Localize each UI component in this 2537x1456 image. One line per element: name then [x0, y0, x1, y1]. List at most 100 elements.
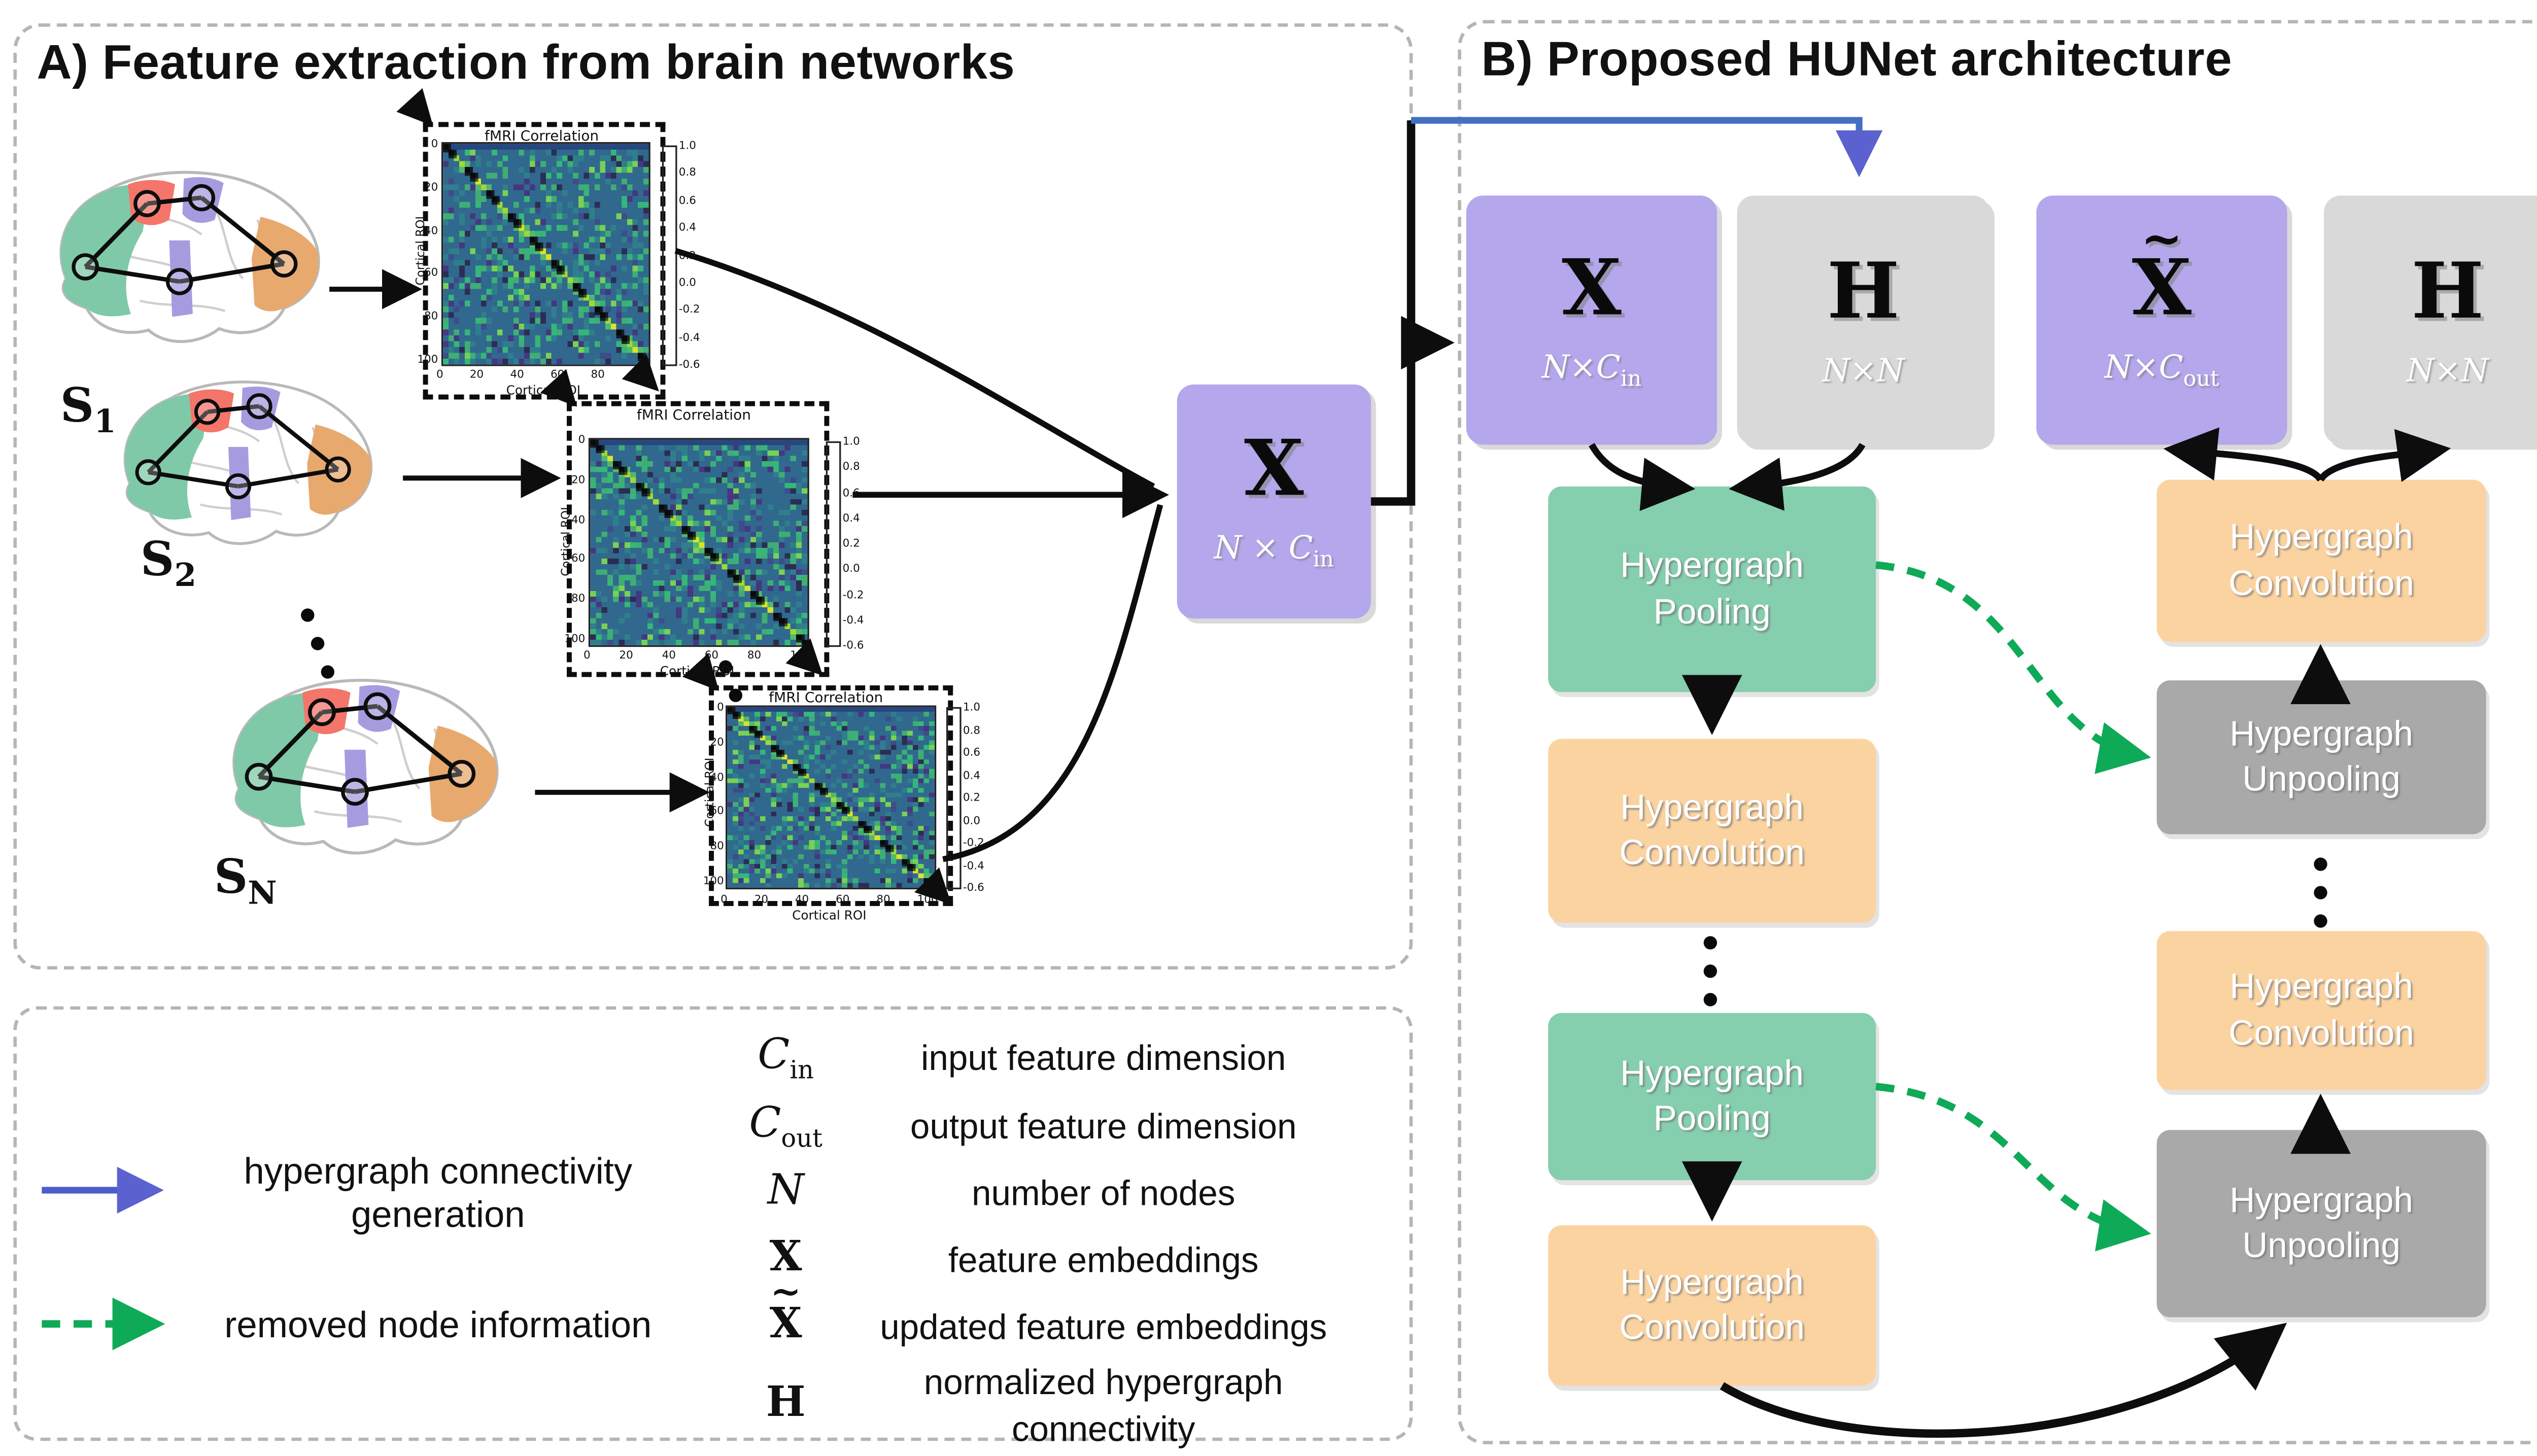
- x-tick: 40: [662, 648, 676, 662]
- colorbar-tick: -0.6: [963, 881, 984, 894]
- subject-label-s2: S2: [140, 531, 197, 595]
- symbol-n: N: [767, 1165, 804, 1214]
- x-tick: 20: [469, 367, 484, 382]
- colorbar-tick: 0.2: [678, 248, 696, 262]
- brain-network-s2: [87, 371, 398, 565]
- symbol-c-out: Cout: [749, 1098, 822, 1154]
- x-tick: 0: [583, 648, 591, 662]
- x-letter: X: [1244, 423, 1304, 513]
- x-tick: 20: [754, 892, 769, 906]
- panel-a-title: A) Feature extraction from brain network…: [37, 37, 1015, 90]
- legend-solid-arrow-label: hypergraph connectivity generation: [244, 1150, 633, 1236]
- x-tilde-letter: ~X: [2132, 210, 2192, 332]
- x-tick: 20: [619, 648, 633, 662]
- colorbar-tick: 1.0: [678, 138, 696, 152]
- colorbar-tick: 0.0: [842, 562, 860, 576]
- colorbar-tick: -0.6: [842, 638, 864, 652]
- matrix-title: fMRI Correlation: [769, 690, 883, 707]
- y-tick: 40: [710, 770, 724, 784]
- h-dimension: N×N: [2406, 352, 2489, 389]
- x-tick: 100: [790, 648, 811, 662]
- colorbar-tick: 0.6: [842, 486, 860, 499]
- output-x-tilde-box: ~X N×Cout: [2036, 195, 2287, 445]
- x-tick: 60: [704, 648, 718, 662]
- colorbar-tick: -0.2: [842, 587, 864, 601]
- desc-n: number of nodes: [972, 1175, 1236, 1214]
- colorbar-tick: 0.2: [842, 536, 860, 550]
- h-letter: H: [2411, 245, 2484, 335]
- matrix-title: fMRI Correlation: [636, 407, 751, 425]
- colorbar-tick: 1.0: [842, 434, 860, 448]
- brain-network-s1: [37, 160, 331, 364]
- symbol-x-tilde: ~X: [769, 1270, 802, 1347]
- x-dimension: N × Cin: [1214, 530, 1334, 573]
- colorbar-tick: 0.8: [842, 460, 860, 474]
- correlation-heatmap: [726, 705, 937, 889]
- colorbar-tick: 0.2: [963, 790, 981, 804]
- colorbar-tick: 0.4: [842, 511, 860, 525]
- y-tick: 20: [424, 180, 438, 194]
- y-tick: 60: [571, 552, 586, 566]
- x-tick: 80: [876, 892, 890, 906]
- y-tick: 80: [710, 839, 724, 853]
- x-dimension: N×Cin: [1541, 349, 1642, 392]
- colorbar-tick: -0.2: [678, 303, 700, 317]
- x-tick: 40: [510, 367, 524, 382]
- colorbar-tick: -0.4: [842, 613, 864, 627]
- colorbar-tick: 0.8: [963, 723, 981, 737]
- y-tick: 20: [571, 472, 586, 487]
- colorbar-tick: -0.4: [678, 330, 700, 344]
- x-tick: 60: [836, 892, 850, 906]
- x-tick: 0: [436, 367, 443, 382]
- colorbar-tick: 0.6: [963, 745, 981, 759]
- y-tick: 100: [417, 353, 438, 366]
- x-tick: 100: [917, 892, 938, 906]
- colorbar-tick: 0.4: [678, 221, 696, 234]
- colorbar-tick: 0.4: [963, 768, 981, 782]
- y-tick: 80: [571, 592, 586, 606]
- colorbar-tick: 1.0: [963, 700, 981, 714]
- colorbar-tick: -0.2: [963, 836, 984, 849]
- fmri-matrix-3: fMRI Correlation Cortical ROI 0 20 40 60 80 1…: [687, 665, 1005, 939]
- desc-x-tilde: updated feature embeddings: [880, 1308, 1327, 1347]
- y-tick: 60: [710, 805, 724, 818]
- desc-c-out: output feature dimension: [910, 1108, 1297, 1147]
- colorbar-tick: 0.8: [678, 166, 696, 180]
- y-tick: 0: [578, 433, 586, 446]
- matrix-colorbar: [662, 145, 677, 366]
- desc-x: feature embeddings: [948, 1242, 1259, 1280]
- colorbar-tick: -0.6: [678, 358, 700, 371]
- desc-c-in: input feature dimension: [921, 1039, 1286, 1079]
- correlation-heatmap: [441, 142, 650, 366]
- ellipsis-dots-brains: [301, 608, 334, 679]
- y-tick: 40: [424, 223, 438, 237]
- input-h-box: H N×N: [1737, 195, 1990, 445]
- y-tick: 20: [710, 735, 724, 749]
- x-tick: 100: [631, 367, 652, 382]
- colorbar-tick: 0.0: [678, 275, 696, 289]
- symbol-c-in: Cin: [758, 1029, 814, 1085]
- output-h-box: H N×N: [2324, 195, 2537, 445]
- x-tick: 80: [591, 367, 605, 382]
- x-tick: 0: [721, 892, 728, 906]
- y-tick: 40: [571, 512, 586, 526]
- y-tick: 0: [717, 700, 724, 714]
- matrix-xlabel: Cortical ROI: [792, 908, 867, 923]
- matrix-colorbar: [946, 707, 962, 889]
- y-tick: 60: [424, 266, 438, 280]
